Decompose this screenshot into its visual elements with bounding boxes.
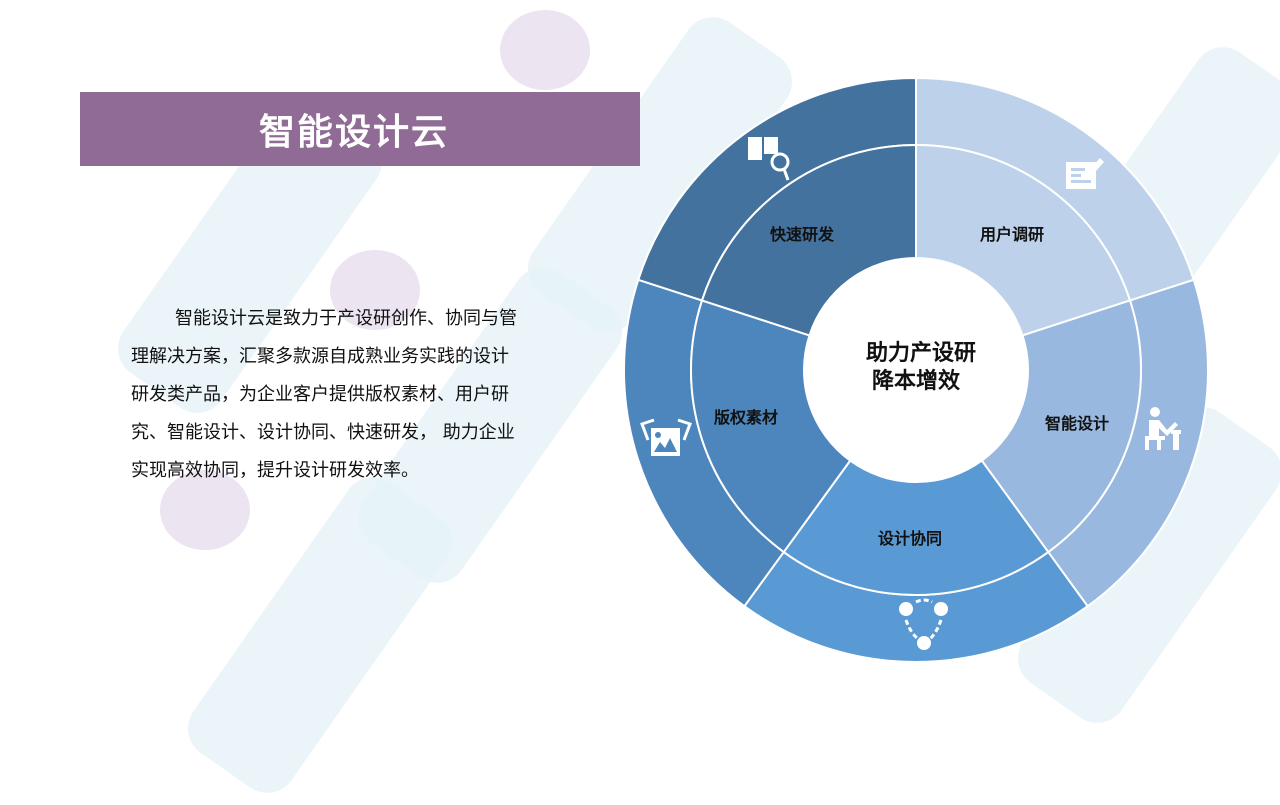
description: 智能设计云是致力于产设研创作、协同与管 理解决方案，汇聚多款源自成熟业务实践的设… <box>131 300 601 490</box>
segment-label-smart-design: 智能设计 <box>1045 414 1109 433</box>
segment-label-rapid-dev: 快速研发 <box>770 225 835 244</box>
description-line: 实现高效协同，提升设计研发效率。 <box>131 460 419 481</box>
segment-label-copyright-assets: 版权素材 <box>713 408 778 427</box>
collaboration-network-icon <box>899 598 948 650</box>
book-search-icon <box>748 137 790 181</box>
description-line: 究、智能设计、设计协同、快速研发， 助力企业 <box>131 422 515 443</box>
segment-label-user-research: 用户调研 <box>980 225 1044 244</box>
person-at-desk-icon <box>1145 407 1181 450</box>
capability-wheel: 助力产设研 降本增效 用户调研 智能设计 设计协同 版权素材 快速研发 <box>623 76 1209 663</box>
center-line: 助力产设研 <box>866 341 976 366</box>
document-edit-icon <box>1066 158 1104 189</box>
title-banner: 智能设计云 <box>80 92 640 166</box>
description-line: 智能设计云是致力于产设研创作、协同与管 <box>175 308 517 329</box>
description-line: 研发类产品，为企业客户提供版权素材、用户研 <box>131 384 509 405</box>
wheel-center <box>804 258 1028 482</box>
segment-label-design-collab: 设计协同 <box>878 529 942 548</box>
watermark-blob <box>500 10 590 90</box>
watermark-blob <box>160 470 250 550</box>
page-title: 智能设计云 <box>258 112 449 153</box>
watermark-blob <box>330 250 420 330</box>
center-line: 降本增效 <box>872 368 960 394</box>
image-gallery-icon <box>640 418 692 456</box>
description-line: 理解决方案，汇聚多款源自成熟业务实践的设计 <box>131 346 509 367</box>
